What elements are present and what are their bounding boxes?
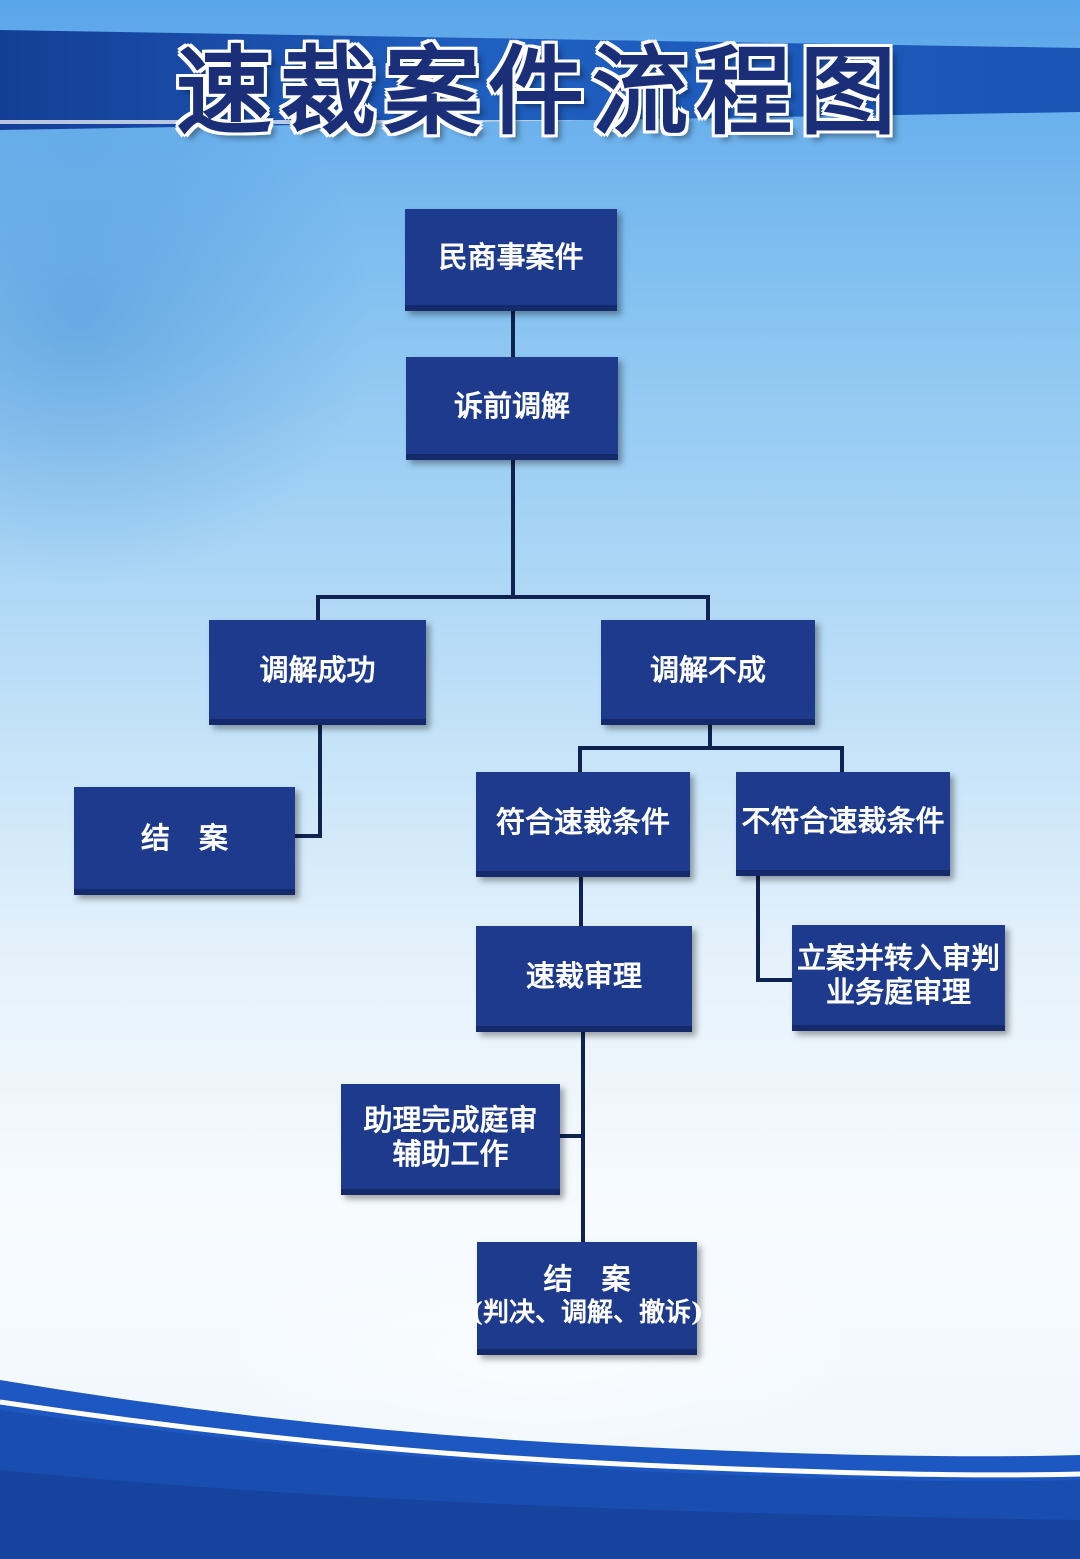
node-label-line2: 业务庭审理 [825, 975, 971, 1009]
node-label: 调解成功 [259, 652, 376, 687]
node-label: 不符合速裁条件 [741, 804, 945, 838]
node-label-line1: 立案并转入审判 [796, 941, 1000, 975]
node-fast-trial: 速裁审理 [476, 926, 692, 1032]
node-label: 诉前调解 [453, 388, 570, 423]
node-case-closed: 结 案 [74, 787, 295, 895]
node-pre-litigation-mediation: 诉前调解 [406, 357, 618, 460]
node-label: 符合速裁条件 [495, 804, 670, 839]
node-mediation-failed: 调解不成 [601, 620, 815, 725]
node-label-line1: 助理完成庭审 [363, 1102, 538, 1137]
node-not-meets-fast-trial-conditions: 不符合速裁条件 [736, 772, 950, 876]
node-meets-fast-trial-conditions: 符合速裁条件 [476, 772, 690, 877]
node-civil-commercial-cases: 民商事案件 [405, 209, 617, 311]
node-label: 调解不成 [649, 652, 766, 687]
bottom-wave-decoration [0, 1380, 1080, 1559]
node-label-line2: (判决、调解、撤诉) [470, 1297, 704, 1328]
node-label: 速裁审理 [525, 959, 642, 993]
node-label-line1: 结 案 [543, 1261, 631, 1296]
node-mediation-success: 调解成功 [209, 620, 426, 725]
node-label: 民商事案件 [438, 240, 584, 274]
node-assistant-auxiliary-work: 助理完成庭审 辅助工作 [341, 1084, 560, 1195]
node-final-case-closed: 结 案 (判决、调解、撤诉) [471, 1242, 703, 1355]
node-transfer-to-trial-division: 立案并转入审判 业务庭审理 [792, 925, 1005, 1031]
page-title: 速裁案件流程图 [176, 35, 904, 148]
node-label-line2: 辅助工作 [392, 1136, 509, 1171]
node-label: 结 案 [140, 821, 228, 855]
